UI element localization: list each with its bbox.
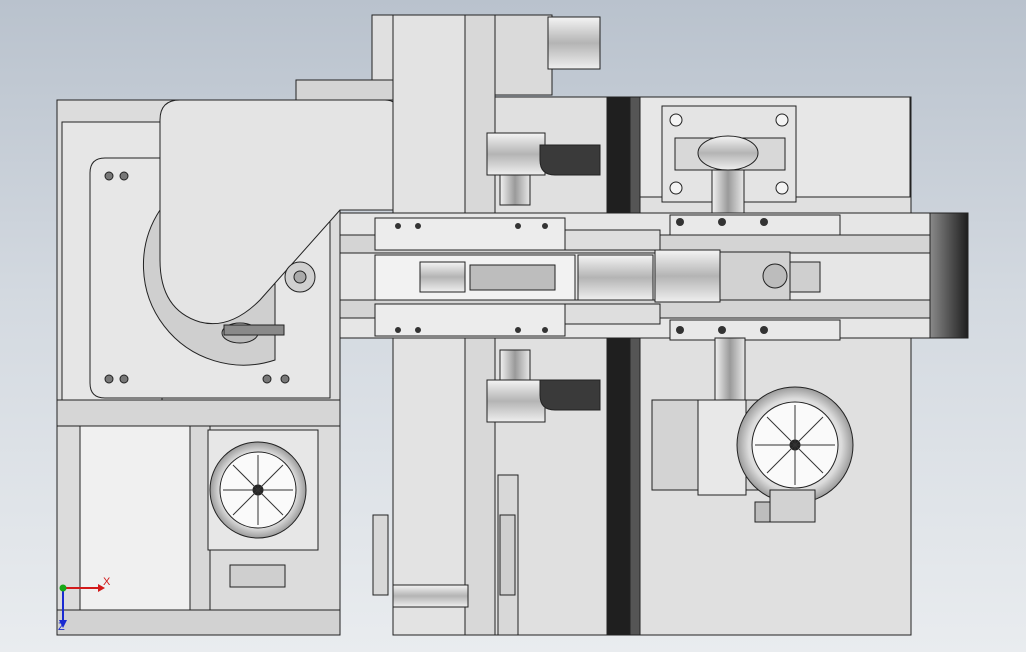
coordinate-triad <box>59 584 105 628</box>
horizontal-slide-beam <box>339 212 969 341</box>
axis-z-label: Z <box>58 621 65 633</box>
axis-x-label: X <box>103 576 111 588</box>
fan-grille-lines <box>223 405 835 525</box>
lower-guide-posts <box>372 474 519 636</box>
beam-bolts <box>395 218 768 334</box>
roller-block-top <box>486 132 601 206</box>
drive-shaft <box>714 337 746 404</box>
roller-block-bottom <box>486 349 601 423</box>
y-axis-dot <box>59 584 67 592</box>
pillow-block-bearing <box>661 105 797 216</box>
ball-screw-drive <box>374 249 821 303</box>
mounting-plate <box>89 99 399 399</box>
